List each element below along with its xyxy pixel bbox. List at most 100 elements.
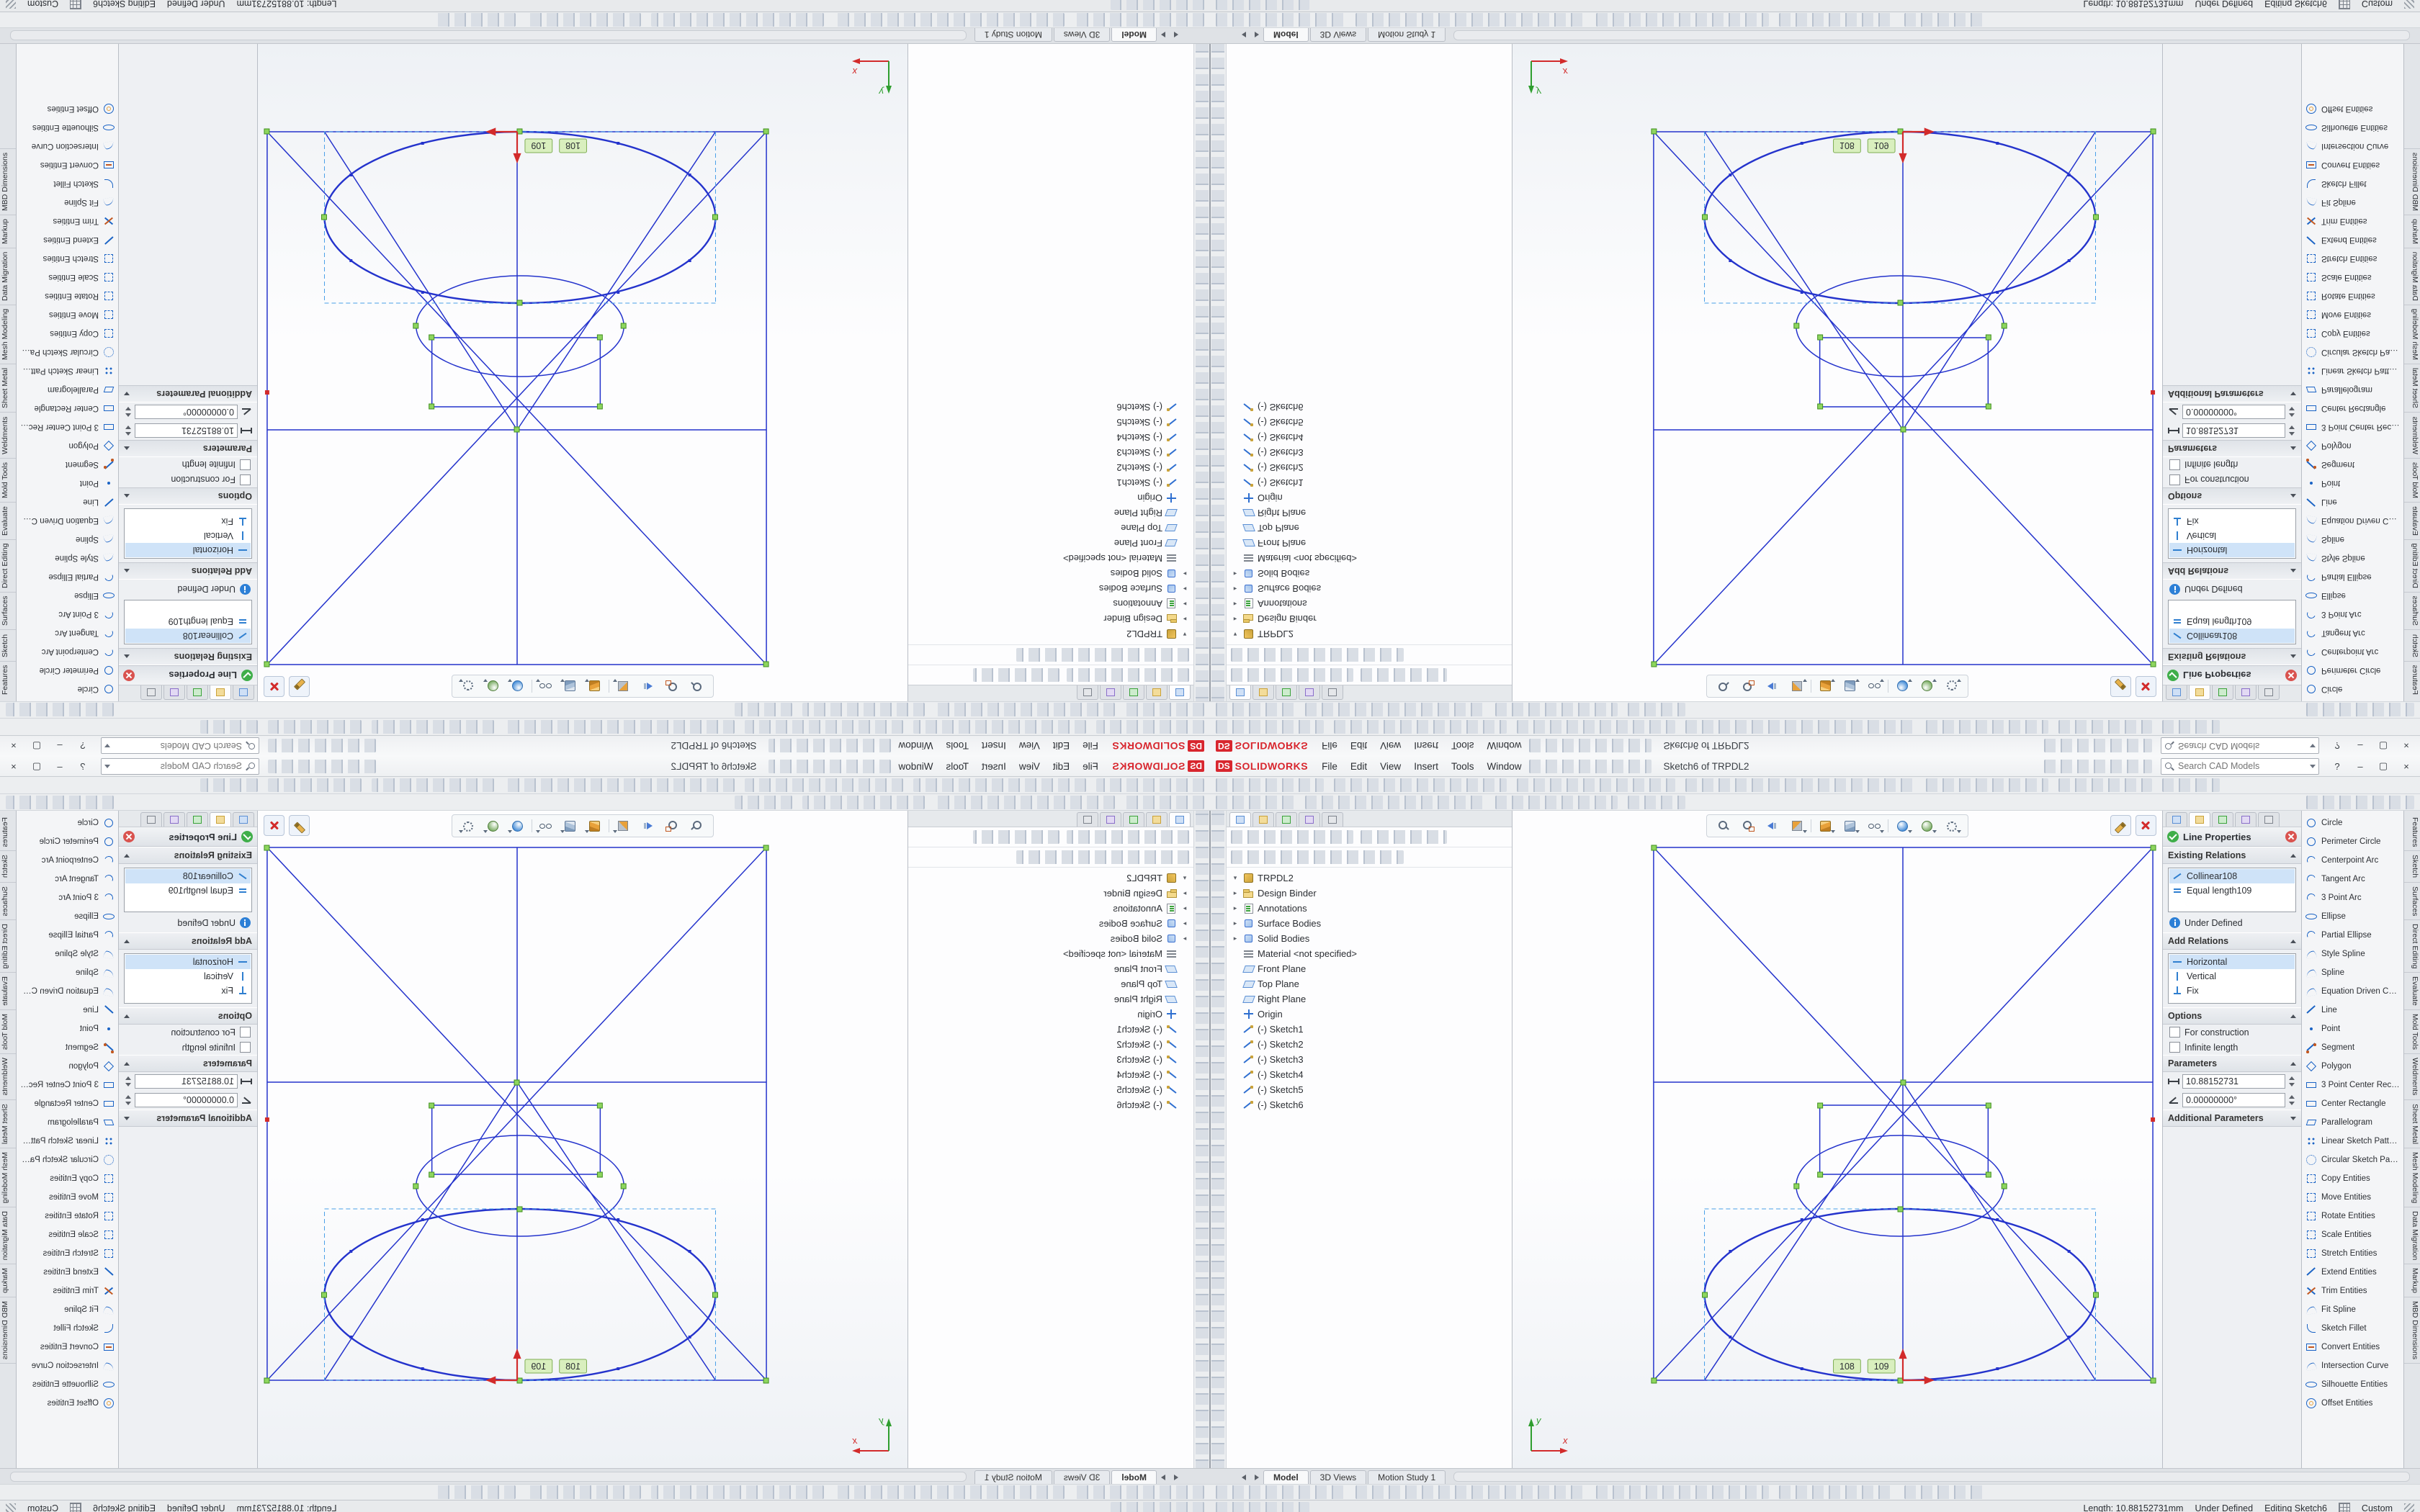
relation-tag-109[interactable]: 109 xyxy=(524,138,553,153)
tree-item[interactable]: Top Plane xyxy=(910,976,1192,991)
menu-item[interactable]: View xyxy=(1380,760,1402,772)
tree-item[interactable]: (-) Sketch4 xyxy=(1228,430,1510,445)
tree-expander-icon[interactable]: ▸ xyxy=(1233,600,1237,608)
view-orientation-button[interactable] xyxy=(1814,816,1836,835)
sketch-tool-item[interactable]: Intersection Curve xyxy=(2302,137,2403,156)
help-button[interactable]: ? xyxy=(2334,760,2340,772)
grid-icon[interactable] xyxy=(2338,1503,2350,1512)
relation-item[interactable]: Equal length109 xyxy=(2169,883,2295,898)
exit-sketch-button[interactable] xyxy=(2110,815,2131,836)
sketch-tool-item[interactable]: Silhouette Entities xyxy=(2302,1375,2403,1394)
sketch-tool-item[interactable]: Move Entities xyxy=(2302,1188,2403,1207)
command-tab[interactable]: Surfaces xyxy=(2404,883,2420,920)
command-tab[interactable]: Data Migration xyxy=(2404,1207,2420,1265)
sketch-tool-item[interactable]: 3 Point Center Recta... xyxy=(17,1076,118,1094)
display-manager-tab[interactable] xyxy=(2258,812,2280,827)
selected-ellipse[interactable] xyxy=(323,130,717,305)
sketch-tool-item[interactable]: Segment xyxy=(17,455,118,474)
feature-tree-tab[interactable] xyxy=(2166,685,2187,700)
grid-icon[interactable] xyxy=(70,0,82,9)
tree-item[interactable]: (-) Sketch3 xyxy=(1228,445,1510,460)
help-button[interactable]: ? xyxy=(80,760,86,772)
selected-ellipse[interactable] xyxy=(1703,1207,2097,1382)
sketch-tool-item[interactable]: Perimeter Circle xyxy=(2302,832,2403,851)
command-tab[interactable]: Sketch xyxy=(0,851,16,883)
tree-item[interactable]: ▾ TRPDL2 xyxy=(910,870,1192,886)
tree-item[interactable]: ▸ Annotations xyxy=(910,901,1192,916)
toolbar-group[interactable] xyxy=(1628,795,1685,809)
sketch-tool-item[interactable]: Stretch Entities xyxy=(17,1244,118,1263)
tree-item[interactable]: (-) Sketch3 xyxy=(910,445,1192,460)
toolbar-group[interactable] xyxy=(735,703,792,717)
tree-item[interactable]: ▾ TRPDL2 xyxy=(910,626,1192,642)
sketch-tool-item[interactable]: Scale Entities xyxy=(17,268,118,287)
toolbar-group[interactable] xyxy=(1216,703,1295,717)
sketch-tool-item[interactable]: Tangent Arc xyxy=(17,870,118,888)
sketch-tool-item[interactable]: Ellipse xyxy=(17,907,118,926)
sketch-tool-item[interactable]: Linear Sketch Pattern xyxy=(17,1132,118,1151)
tree-item[interactable]: (-) Sketch6 xyxy=(1228,400,1510,415)
command-tab[interactable]: Mesh Modeling xyxy=(0,1148,16,1207)
left-vertical-toolbar[interactable] xyxy=(1193,44,1210,701)
existing-relations-list[interactable]: Collinear108 Equal length109 xyxy=(2168,600,2296,644)
tab-scroll-left-icon[interactable] xyxy=(1239,1472,1249,1482)
minimize-button[interactable]: – xyxy=(2357,760,2363,772)
sketch-tool-item[interactable]: Circle xyxy=(2302,814,2403,832)
selected-ellipse[interactable] xyxy=(1703,130,2097,305)
edit-appearance-button[interactable] xyxy=(1891,677,1913,696)
ok-icon[interactable] xyxy=(2167,831,2179,842)
sketch-tool-item[interactable]: Segment xyxy=(17,1038,118,1057)
toolbar-group[interactable] xyxy=(1926,778,2048,792)
display-manager-tab[interactable] xyxy=(140,812,162,827)
toolbar-group[interactable] xyxy=(372,720,494,734)
sketch-tool-item[interactable]: Scale Entities xyxy=(2302,1225,2403,1244)
toolbar-group[interactable] xyxy=(2306,795,2414,809)
tab-scrollbar[interactable] xyxy=(10,30,967,40)
menu-item[interactable]: Edit xyxy=(1350,760,1368,772)
property-manager-tab[interactable] xyxy=(210,685,231,700)
toolbar-group[interactable] xyxy=(526,13,641,27)
tree-item[interactable]: (-) Sketch2 xyxy=(1228,460,1510,475)
sketch-tool-item[interactable]: Parallelogram xyxy=(2302,380,2403,399)
sketch-tool-item[interactable]: Line xyxy=(17,1001,118,1020)
relation-item[interactable]: Collinear108 xyxy=(125,629,251,643)
minimize-button[interactable]: – xyxy=(2357,740,2363,752)
options-section[interactable]: Options xyxy=(119,487,257,505)
search-dropdown-icon[interactable] xyxy=(2310,764,2316,768)
menu-item[interactable]: View xyxy=(1380,740,1402,752)
toolbar-group[interactable] xyxy=(1334,778,1507,792)
tree-item[interactable]: ▸ Solid Bodies xyxy=(1228,931,1510,946)
toolbar-group[interactable] xyxy=(834,1485,1065,1499)
zoom-to-area-button[interactable] xyxy=(661,816,683,835)
option-row[interactable]: Infinite length xyxy=(2163,457,2301,472)
sketch-tool-item[interactable]: Style Spline xyxy=(2302,945,2403,963)
command-tab[interactable]: Surfaces xyxy=(0,882,16,920)
command-tab[interactable]: Data Migration xyxy=(0,247,16,305)
cancel-sketch-button[interactable] xyxy=(264,815,284,836)
command-tab[interactable]: Sheet Metal xyxy=(2404,364,2420,413)
search-input[interactable] xyxy=(113,760,243,772)
sketch-tool-item[interactable]: Copy Entities xyxy=(2302,1169,2403,1188)
sketch-tool-item[interactable]: Linear Sketch Pattern xyxy=(2302,361,2403,380)
search-box[interactable] xyxy=(101,737,259,755)
status-icons[interactable] xyxy=(1216,1501,1309,1512)
toolbar-group[interactable] xyxy=(1904,1485,1984,1499)
spinner[interactable] xyxy=(124,1075,132,1088)
toolbar-group[interactable] xyxy=(2162,720,2220,734)
tree-item[interactable]: (-) Sketch5 xyxy=(910,415,1192,430)
command-tab[interactable]: Markup xyxy=(0,1264,16,1298)
display-manager-tab[interactable] xyxy=(1077,812,1098,827)
sketch-tool-item[interactable]: Polygon xyxy=(2302,1057,2403,1076)
display-manager-tab[interactable] xyxy=(1322,685,1343,700)
sketch-tool-item[interactable]: Equation Driven Curve xyxy=(17,511,118,530)
tree-expander-icon[interactable]: ▸ xyxy=(1233,904,1237,912)
sketch-canvas[interactable]: 108 109 xyxy=(1512,811,2162,1468)
command-tab[interactable]: Evaluate xyxy=(0,501,16,539)
sketch-tool-item[interactable]: Tangent Arc xyxy=(2302,624,2403,642)
checkbox[interactable] xyxy=(240,1027,251,1038)
sketch-tool-item[interactable]: Centerpoint Arc xyxy=(2302,642,2403,661)
sketch-tool-item[interactable]: Perimeter Circle xyxy=(2302,661,2403,680)
tab-scroll-left-icon[interactable] xyxy=(1171,30,1181,40)
tree-item[interactable]: Right Plane xyxy=(910,505,1192,521)
tree-item[interactable]: Origin xyxy=(1228,490,1510,505)
